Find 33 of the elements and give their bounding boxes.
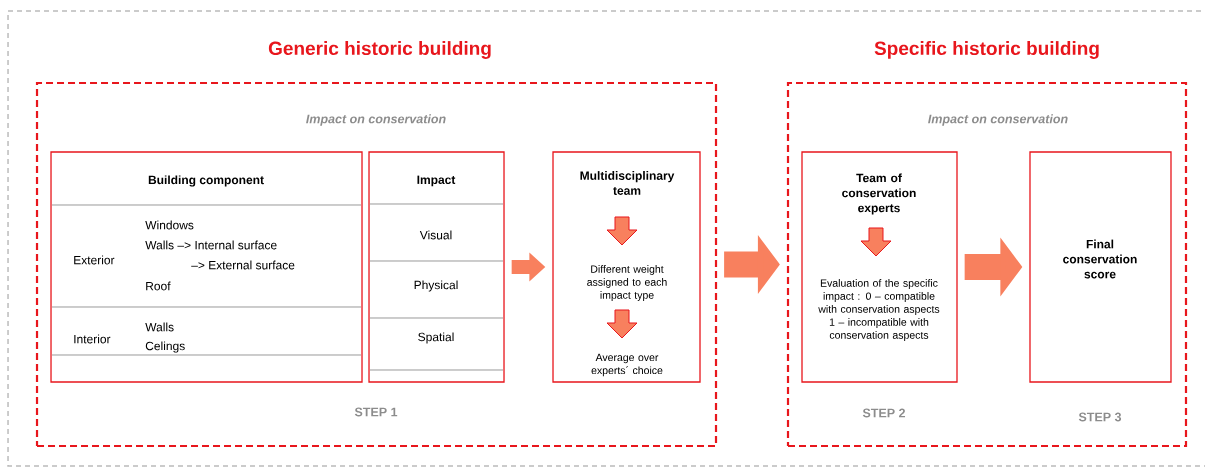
group-frame — [35, 41, 718, 448]
row-label: Interior — [74, 334, 111, 344]
group-title: Specific historic building — [874, 41, 1099, 59]
box-heading: Multidisciplinary team — [580, 171, 675, 195]
box-heading: Final conservation score — [1063, 239, 1137, 279]
box-text: Different weight assigned to each impact type — [587, 265, 667, 301]
impact-type: Spatial — [418, 332, 454, 344]
component-name: –> External surface — [191, 260, 295, 270]
component-name: Windows — [145, 220, 194, 230]
column-header: Impact — [417, 175, 456, 187]
component-name: Roof — [146, 281, 171, 291]
process-box — [801, 151, 958, 418]
step-label: STEP 2 — [862, 408, 905, 418]
column-header: Building component — [148, 175, 264, 187]
process-box — [1029, 151, 1172, 422]
component-name: Walls — [145, 322, 174, 332]
table — [50, 151, 363, 383]
group-title: Generic historic building — [268, 41, 491, 59]
group-frame — [786, 41, 1188, 448]
group-subtitle: Impact on conservation — [928, 114, 1068, 126]
step-label: STEP 3 — [1078, 412, 1122, 422]
box-text: Average over experts´ choice — [591, 353, 663, 377]
row-label: Exterior — [74, 255, 115, 265]
component-name: Walls –> Internal surface — [145, 240, 277, 250]
box-text: Evaluation of the specific impact : 0 – compatible with conservation aspects 1 – incompatible with conservation aspects — [818, 279, 940, 341]
table — [368, 151, 505, 383]
step-label: STEP 1 — [354, 407, 398, 417]
group-subtitle: Impact on conservation — [306, 114, 446, 126]
process-box — [552, 151, 701, 383]
component-name: Celings — [145, 341, 185, 353]
impact-type: Physical — [414, 280, 458, 292]
impact-type: Visual — [419, 230, 452, 240]
box-heading: Team of conservation experts — [842, 173, 916, 215]
